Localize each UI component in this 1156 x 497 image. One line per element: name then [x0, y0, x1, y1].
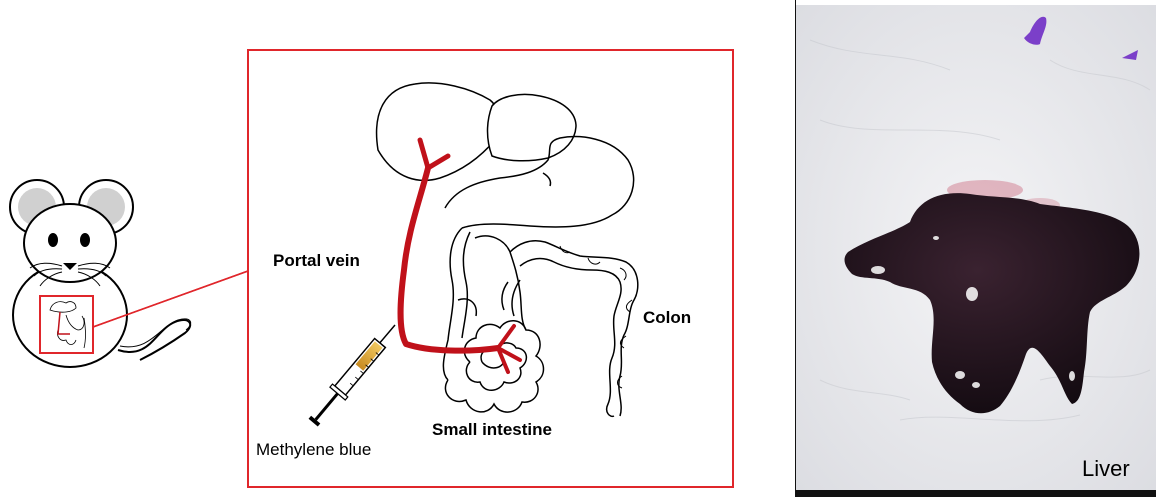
- label-colon: Colon: [643, 308, 691, 327]
- label-small-intestine: Small intestine: [432, 420, 552, 439]
- label-methylene-blue: Methylene blue: [256, 440, 371, 459]
- mouse-icon: [10, 180, 191, 367]
- liver-photo: [795, 0, 1156, 497]
- label-liver: Liver: [1082, 456, 1130, 481]
- label-portal-vein: Portal vein: [273, 251, 360, 270]
